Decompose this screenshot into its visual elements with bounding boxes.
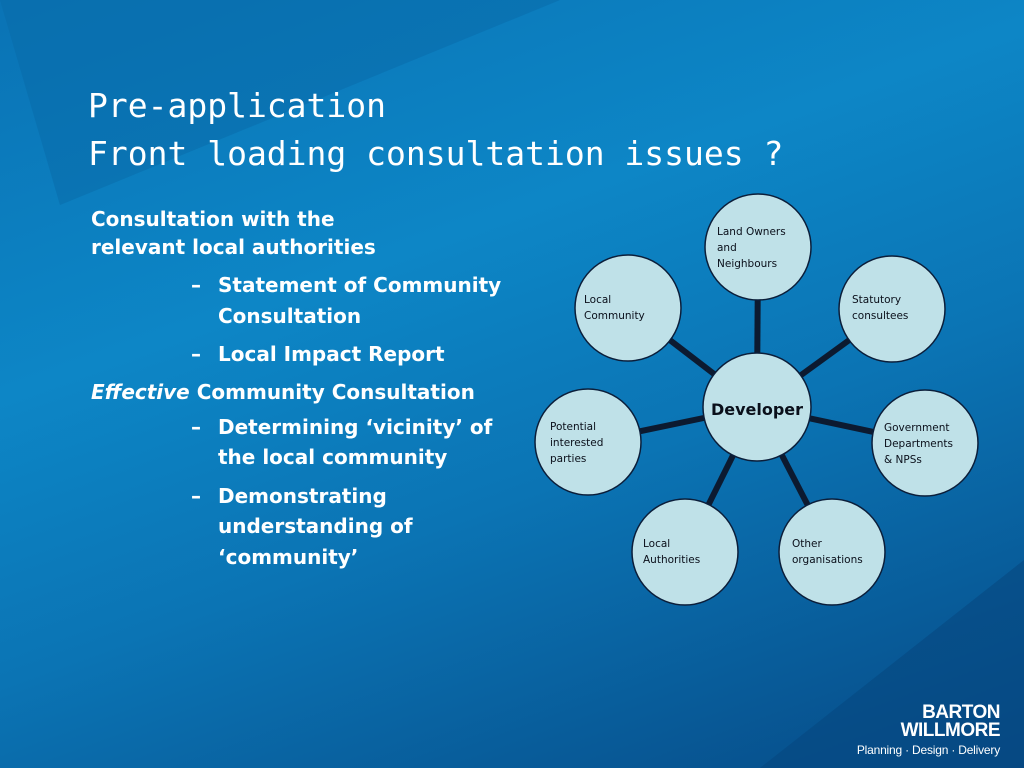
- node-label-local-authorities: Authorities: [643, 554, 700, 566]
- dash-marker: –: [191, 273, 201, 297]
- node-circle-local-authorities: [631, 498, 739, 606]
- bullet-text: Consultation with the relevant local aut…: [91, 205, 511, 580]
- sub-bullet: – Determining ‘vicinity’ of the local co…: [191, 412, 503, 473]
- node-label-potential-parties: parties: [550, 453, 586, 465]
- node-label-other-organisations: Other: [792, 538, 822, 550]
- node-label-local-community: Community: [584, 310, 645, 322]
- node-label-land-owners: Neighbours: [717, 258, 777, 270]
- paragraph-consultation-line-2: relevant local authorities: [91, 235, 376, 259]
- node-label-statutory-consultees: consultees: [852, 310, 908, 322]
- sub-bullet-text: Determining ‘vicinity’ of the local comm…: [218, 414, 493, 470]
- connector-statutory-consultees: [797, 336, 853, 379]
- node-label-statutory-consultees: Statutory: [852, 294, 901, 306]
- connector-potential-parties: [637, 414, 707, 435]
- title-line-1: Pre-application: [88, 86, 387, 125]
- sub-bullet: – Local Impact Report: [191, 339, 503, 370]
- sub-bullet-text: Demonstrating understanding of ‘communit…: [218, 483, 413, 569]
- node-statutory-consultees: Statutory consultees: [838, 255, 946, 363]
- sub-bullet: – Statement of Community Consultation: [191, 270, 503, 331]
- node-circle-government-departments: [871, 389, 979, 497]
- node-label-government-departments: Government: [884, 422, 949, 434]
- node-other-organisations: Other organisations: [778, 498, 886, 606]
- sub-bullet-text: Local Impact Report: [218, 342, 445, 366]
- dash-marker: –: [191, 483, 201, 508]
- logo-line-1: BARTON: [922, 702, 1000, 723]
- node-label-land-owners: and: [717, 242, 737, 254]
- sub-bullet: – Demonstrating understanding of ‘commun…: [191, 481, 503, 573]
- title-line-2: Front loading consultation issues ?: [88, 134, 784, 173]
- logo-line-2: WILLMORE: [900, 720, 1001, 741]
- connector-local-authorities: [705, 452, 737, 508]
- node-label-local-authorities: Local: [643, 538, 670, 550]
- diagram-connectors: [637, 297, 876, 509]
- node-label-government-departments: Departments: [884, 438, 953, 450]
- logo-tagline: Planning · Design · Delivery: [856, 743, 1000, 757]
- node-circle-potential-parties: [534, 388, 642, 496]
- slide-title: Pre-application Front loading consultati…: [88, 82, 783, 178]
- dash-marker: –: [191, 414, 201, 439]
- barton-willmore-logo: BARTON WILLMORE Planning · Design · Deli…: [856, 702, 1001, 758]
- dash-marker: –: [191, 342, 201, 366]
- sub-bullet-text: Statement of Community Consultation: [218, 273, 502, 328]
- effective-emphasis: Effective: [91, 379, 190, 404]
- connector-government-departments: [807, 414, 876, 436]
- node-label-local-community: Local: [584, 294, 611, 306]
- paragraph-effective: Effective Community Consultation: [91, 378, 511, 406]
- node-circle-statutory-consultees: [838, 255, 946, 363]
- connector-other-organisations: [778, 451, 812, 509]
- node-potential-parties: Potential interested parties: [534, 388, 642, 496]
- effective-rest: Community Consultation: [196, 379, 475, 404]
- developer-circle: [702, 352, 812, 462]
- node-label-other-organisations: organisations: [792, 554, 863, 566]
- node-circle-land-owners: [704, 193, 812, 301]
- node-label-land-owners: Land Owners: [717, 226, 786, 238]
- developer-hub: Developer: [702, 352, 812, 462]
- connector-local-community: [666, 336, 718, 378]
- paragraph-consultation-line-1: Consultation with the: [91, 207, 335, 231]
- node-circle-other-organisations: [778, 498, 886, 606]
- developer-label: Developer: [711, 400, 803, 419]
- node-label-potential-parties: Potential: [550, 421, 596, 433]
- node-label-potential-parties: interested: [550, 437, 603, 449]
- node-circle-local-community: [574, 254, 682, 362]
- node-label-government-departments: & NPSs: [884, 454, 922, 466]
